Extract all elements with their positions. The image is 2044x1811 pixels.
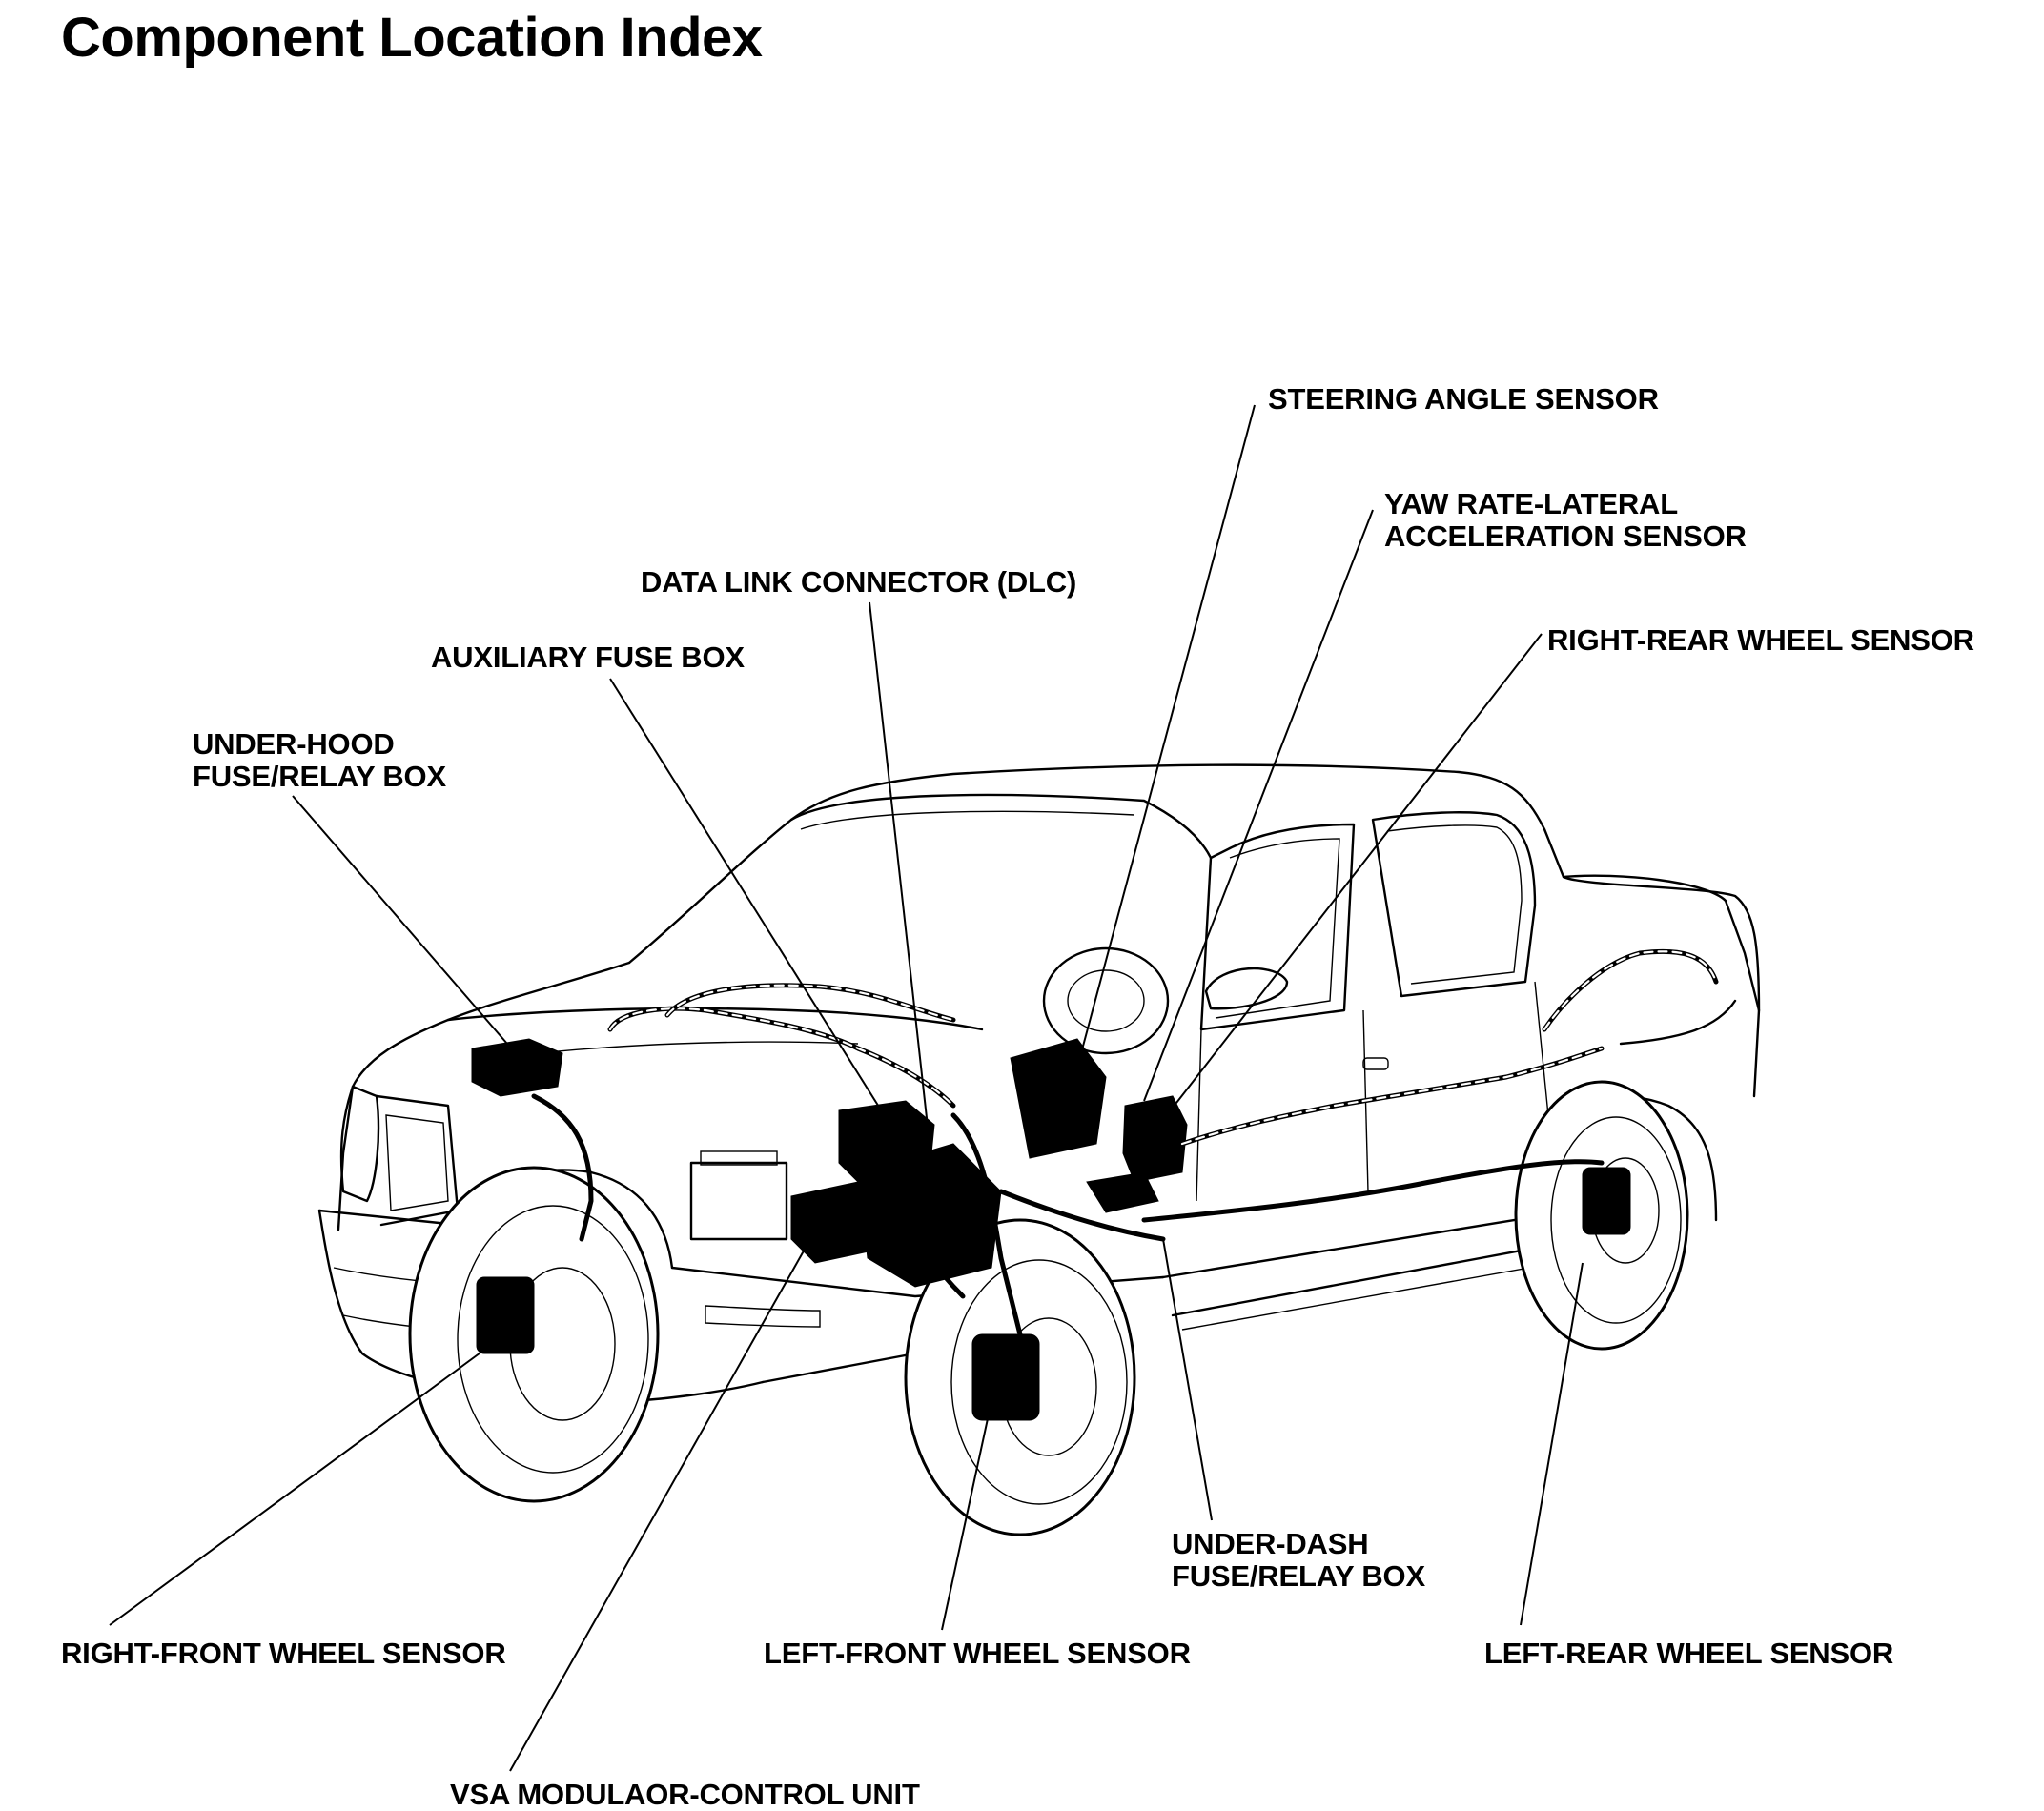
under-hood-fuse-relay-box-label: UNDER-HOOD FUSE/RELAY BOX [193,727,446,793]
left-rear-wheel-sensor-label: LEFT-REAR WHEEL SENSOR [1484,1637,1894,1670]
right-front-wheel-sensor-label: RIGHT-FRONT WHEEL SENSOR [61,1637,506,1670]
engine-components [471,1038,1188,1288]
data-link-connector-label: DATA LINK CONNECTOR (DLC) [641,565,1077,599]
vsa-modulator-control-unit-label: VSA MODULAOR-CONTROL UNIT [450,1778,920,1811]
steering-angle-sensor-label: STEERING ANGLE SENSOR [1268,382,1659,416]
right-front-wheel [408,1166,660,1503]
page-title: Component Location Index [61,7,763,69]
leader-lines [109,404,1584,1772]
wiring-harness [531,948,1719,1337]
left-rear-wheel [1514,1080,1689,1351]
right-rear-wheel-sensor-label: RIGHT-REAR WHEEL SENSOR [1547,623,1974,657]
yaw-rate-sensor-label: YAW RATE-LATERAL ACCELERATION SENSOR [1384,487,1747,553]
left-front-wheel-sensor-label: LEFT-FRONT WHEEL SENSOR [764,1637,1191,1670]
truck-body [317,763,1761,1403]
under-dash-fuse-relay-box-label: UNDER-DASH FUSE/RELAY BOX [1172,1527,1425,1593]
auxiliary-fuse-box-label: AUXILIARY FUSE BOX [431,641,745,674]
